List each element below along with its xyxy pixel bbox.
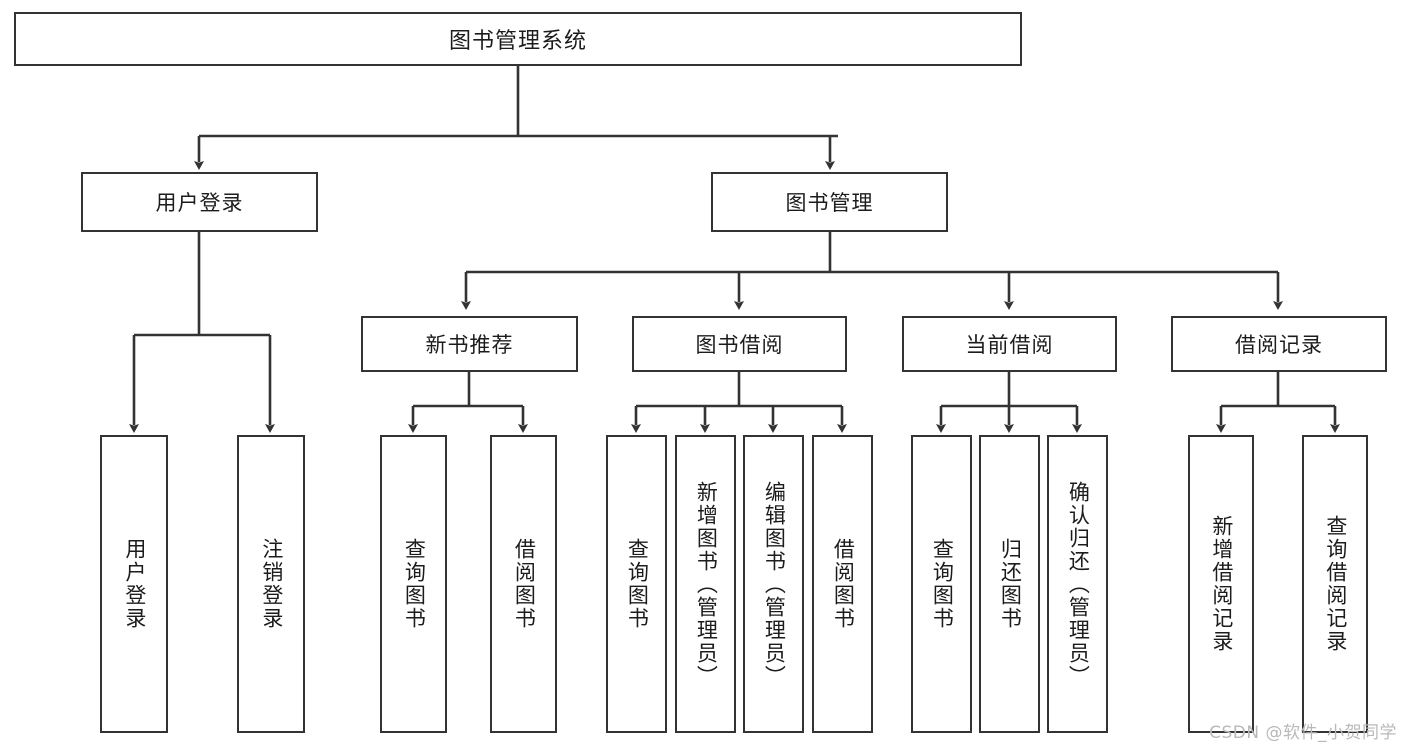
node-root[interactable]: 图书管理系统: [14, 12, 1022, 66]
leaf-add-book[interactable]: 新增图书（管理员）: [675, 435, 736, 733]
leaf-query-book-2[interactable]: 查询图书: [606, 435, 667, 733]
node-book-borrow-label: 图书借阅: [695, 333, 784, 357]
leaf-confirm-return[interactable]: 确认归还（管理员）: [1047, 435, 1108, 733]
leaf-user-login[interactable]: 用户登录: [100, 435, 168, 733]
node-new-book-recommend[interactable]: 新书推荐: [361, 316, 578, 372]
leaf-user-logout-label: 注销登录: [259, 538, 284, 630]
leaf-return-book-label: 归还图书: [998, 538, 1023, 630]
leaf-query-record[interactable]: 查询借阅记录: [1302, 435, 1368, 733]
leaf-add-book-label: 新增图书（管理员）: [694, 480, 719, 688]
leaf-query-book-3-label: 查询图书: [930, 538, 955, 630]
leaf-query-book-2-label: 查询图书: [625, 538, 650, 630]
leaf-edit-book-label: 编辑图书（管理员）: [762, 480, 787, 688]
leaf-query-record-label: 查询借阅记录: [1323, 515, 1348, 653]
leaf-borrow-book-2-label: 借阅图书: [831, 538, 856, 630]
leaf-return-book[interactable]: 归还图书: [979, 435, 1040, 733]
leaf-borrow-book-1-label: 借阅图书: [512, 538, 537, 630]
leaf-edit-book[interactable]: 编辑图书（管理员）: [743, 435, 804, 733]
node-root-label: 图书管理系统: [448, 29, 587, 54]
leaf-query-book-1[interactable]: 查询图书: [380, 435, 447, 733]
leaf-query-book-1-label: 查询图书: [402, 538, 427, 630]
node-user-login-label: 用户登录: [155, 191, 244, 215]
node-book-management-label: 图书管理: [785, 191, 874, 215]
leaf-user-login-label: 用户登录: [122, 538, 147, 630]
node-borrow-record[interactable]: 借阅记录: [1171, 316, 1387, 372]
node-current-borrow-label: 当前借阅: [965, 333, 1054, 357]
leaf-borrow-book-2[interactable]: 借阅图书: [812, 435, 873, 733]
node-borrow-record-label: 借阅记录: [1235, 333, 1323, 357]
node-book-borrow[interactable]: 图书借阅: [632, 316, 847, 372]
leaf-confirm-return-label: 确认归还（管理员）: [1066, 480, 1091, 688]
node-new-book-recommend-label: 新书推荐: [425, 333, 514, 357]
leaf-user-logout[interactable]: 注销登录: [237, 435, 305, 733]
leaf-add-record-label: 新增借阅记录: [1209, 515, 1234, 653]
leaf-query-book-3[interactable]: 查询图书: [911, 435, 972, 733]
node-book-management[interactable]: 图书管理: [711, 172, 948, 232]
leaf-borrow-book-1[interactable]: 借阅图书: [490, 435, 557, 733]
node-current-borrow[interactable]: 当前借阅: [902, 316, 1117, 372]
leaf-add-record[interactable]: 新增借阅记录: [1188, 435, 1254, 733]
csdn-watermark: CSDN @软件_小贺同学: [1209, 723, 1397, 743]
node-user-login[interactable]: 用户登录: [81, 172, 318, 232]
